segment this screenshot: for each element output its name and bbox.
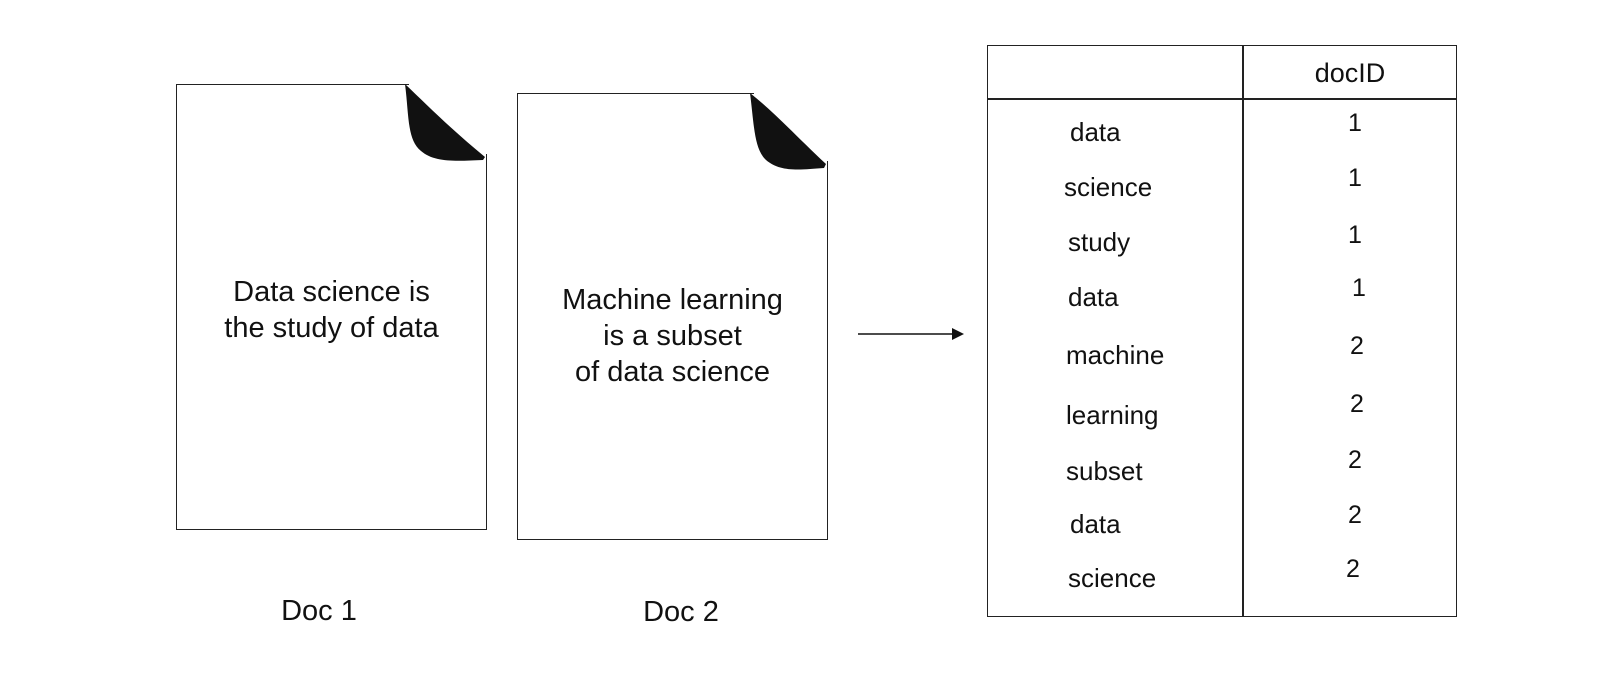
term-cell: study <box>1068 227 1131 257</box>
term-cell: machine <box>1066 340 1165 370</box>
docid-cell: 1 <box>1352 274 1366 302</box>
header-divider <box>988 98 1456 100</box>
term-cell: data <box>1070 117 1121 147</box>
docid-cell: 2 <box>1346 555 1360 583</box>
column-divider <box>1242 46 1244 616</box>
term-cell: science <box>1068 563 1157 593</box>
term-cell: science <box>1064 172 1153 202</box>
term-cell: subset <box>1066 456 1143 486</box>
document-1-text: Data science is the study of data <box>224 276 439 344</box>
table-row: study 1 <box>988 221 1456 267</box>
document-1-caption: Doc 1 <box>281 595 357 627</box>
document-1: Data science is the study of data <box>176 82 491 530</box>
table-row: machine 2 <box>988 332 1456 380</box>
docid-cell: 2 <box>1348 501 1362 529</box>
term-cell: learning <box>1066 400 1159 430</box>
term-cell: data <box>1070 509 1121 539</box>
document-2-text: Machine learning is a subset of data sci… <box>562 284 783 388</box>
term-cell: data <box>1068 282 1119 312</box>
table-row: subset 2 <box>988 446 1456 496</box>
page-fold-icon <box>750 91 832 170</box>
table-row: data 1 <box>988 109 1456 157</box>
docid-cell: 2 <box>1350 390 1364 418</box>
docid-column-header: docID <box>1314 58 1386 88</box>
table-row: data 1 <box>988 274 1456 322</box>
table-row: science 1 <box>988 164 1456 212</box>
document-2-caption: Doc 2 <box>643 596 719 628</box>
inverted-index-table: docID data 1 science 1 study 1 data 1 ma… <box>987 45 1457 617</box>
docid-cell: 2 <box>1348 446 1362 474</box>
docid-cell: 1 <box>1348 221 1362 249</box>
table-row: learning 2 <box>988 390 1456 440</box>
table-row: science 2 <box>988 555 1456 603</box>
docid-cell: 2 <box>1350 332 1364 360</box>
right-arrow-icon <box>858 328 964 340</box>
table-row: data 2 <box>988 501 1456 549</box>
docid-cell: 1 <box>1348 164 1362 192</box>
document-2: Machine learning is a subset of data sci… <box>517 91 832 540</box>
docid-cell: 1 <box>1348 109 1362 137</box>
page-fold-icon <box>405 82 491 161</box>
